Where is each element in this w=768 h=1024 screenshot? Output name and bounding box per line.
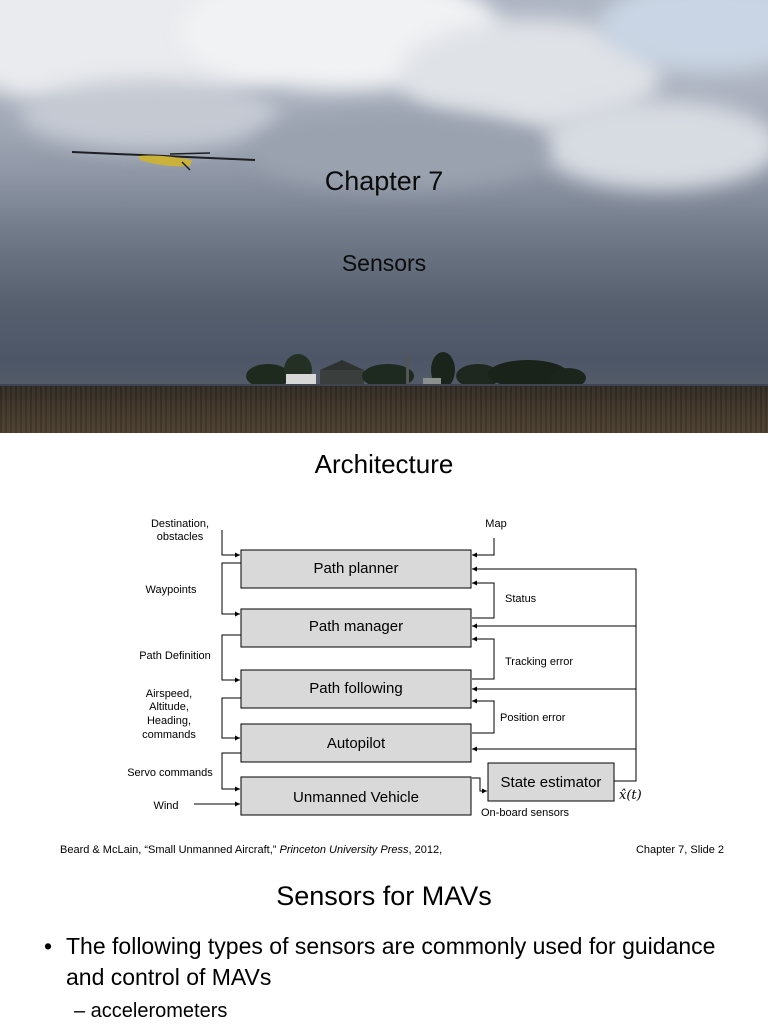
box-label: Unmanned Vehicle — [293, 789, 419, 806]
arrow-waypoints — [221, 562, 241, 617]
box-path-planner: Path planner — [240, 549, 472, 589]
arrow-autopilot-commands — [221, 697, 241, 741]
crop-field — [0, 386, 768, 433]
farm-treeline — [246, 352, 586, 388]
chapter-title-slide: Chapter 7 Sensors — [0, 0, 768, 433]
arrow-state-feedback-planner — [472, 566, 637, 782]
chapter-title: Chapter 7 — [324, 166, 444, 196]
label-state-estimate: x̂(t) — [619, 788, 642, 803]
box-state-estimator: State estimator — [487, 762, 615, 802]
citation-footer: Beard & McLain, “Small Unmanned Aircraft… — [60, 844, 442, 856]
box-label: Path planner — [313, 560, 398, 577]
sub-bullet-item: – accelerometers — [74, 1000, 228, 1022]
label-position-error: Position error — [500, 712, 566, 724]
label-heading: Heading, — [147, 715, 191, 727]
chapter-subtitle: Sensors — [341, 250, 427, 276]
label-path-definition: Path Definition — [139, 650, 211, 662]
glider-aircraft — [71, 151, 256, 171]
slide-number: Chapter 7, Slide 2 — [635, 844, 724, 856]
arrow-map — [472, 538, 495, 558]
slide-title: Architecture — [314, 449, 454, 479]
box-autopilot: Autopilot — [240, 723, 472, 763]
architecture-slide: Architecture Path planner Path manager P… — [0, 433, 768, 865]
box-path-following: Path following — [240, 669, 472, 709]
arrow-servo-commands — [221, 752, 241, 792]
cloud — [20, 80, 280, 150]
cloud — [250, 110, 550, 190]
arrow-path-definition — [221, 634, 241, 683]
arrow-onboard-sensors — [472, 777, 487, 794]
box-label: Path manager — [309, 618, 403, 635]
bullet-text: The following types of sensors are commo… — [66, 933, 716, 990]
label-onboard-sensors: On-board sensors — [481, 807, 570, 819]
box-label: Path following — [309, 680, 402, 697]
slide-title: Sensors for MAVs — [276, 881, 492, 911]
citation-year: , 2012, — [408, 844, 443, 856]
box-unmanned-vehicle: Unmanned Vehicle — [240, 776, 472, 816]
citation-publisher: Princeton University Press — [279, 844, 409, 856]
box-label: Autopilot — [327, 735, 386, 752]
label-airspeed: Airspeed, — [146, 688, 192, 700]
label-commands: commands — [142, 729, 196, 741]
box-path-manager: Path manager — [240, 608, 472, 648]
label-map: Map — [485, 518, 506, 530]
bullet-item: • The following types of sensors are com… — [44, 931, 724, 993]
arrow-destination — [221, 530, 240, 558]
label-obstacles: obstacles — [157, 531, 204, 543]
label-status: Status — [505, 593, 537, 605]
citation-authors: Beard & McLain, “Small Unmanned Aircraft… — [60, 844, 277, 856]
cloud — [540, 100, 768, 190]
label-altitude: Altitude, — [149, 701, 189, 713]
label-waypoints: Waypoints — [146, 584, 197, 596]
label-tracking-error: Tracking error — [505, 656, 573, 668]
label-destination: Destination, — [151, 518, 209, 530]
arrow-position-error — [472, 698, 495, 734]
label-wind: Wind — [153, 800, 178, 812]
bullet-marker: • — [44, 933, 53, 959]
architecture-diagram: Path planner Path manager Path following… — [127, 518, 642, 819]
sensors-slide: Sensors for MAVs • The following types o… — [0, 865, 768, 1024]
arrow-status — [472, 580, 495, 619]
box-label: State estimator — [501, 774, 602, 791]
label-servo-commands: Servo commands — [127, 767, 213, 779]
arrow-tracking-error — [472, 636, 495, 680]
